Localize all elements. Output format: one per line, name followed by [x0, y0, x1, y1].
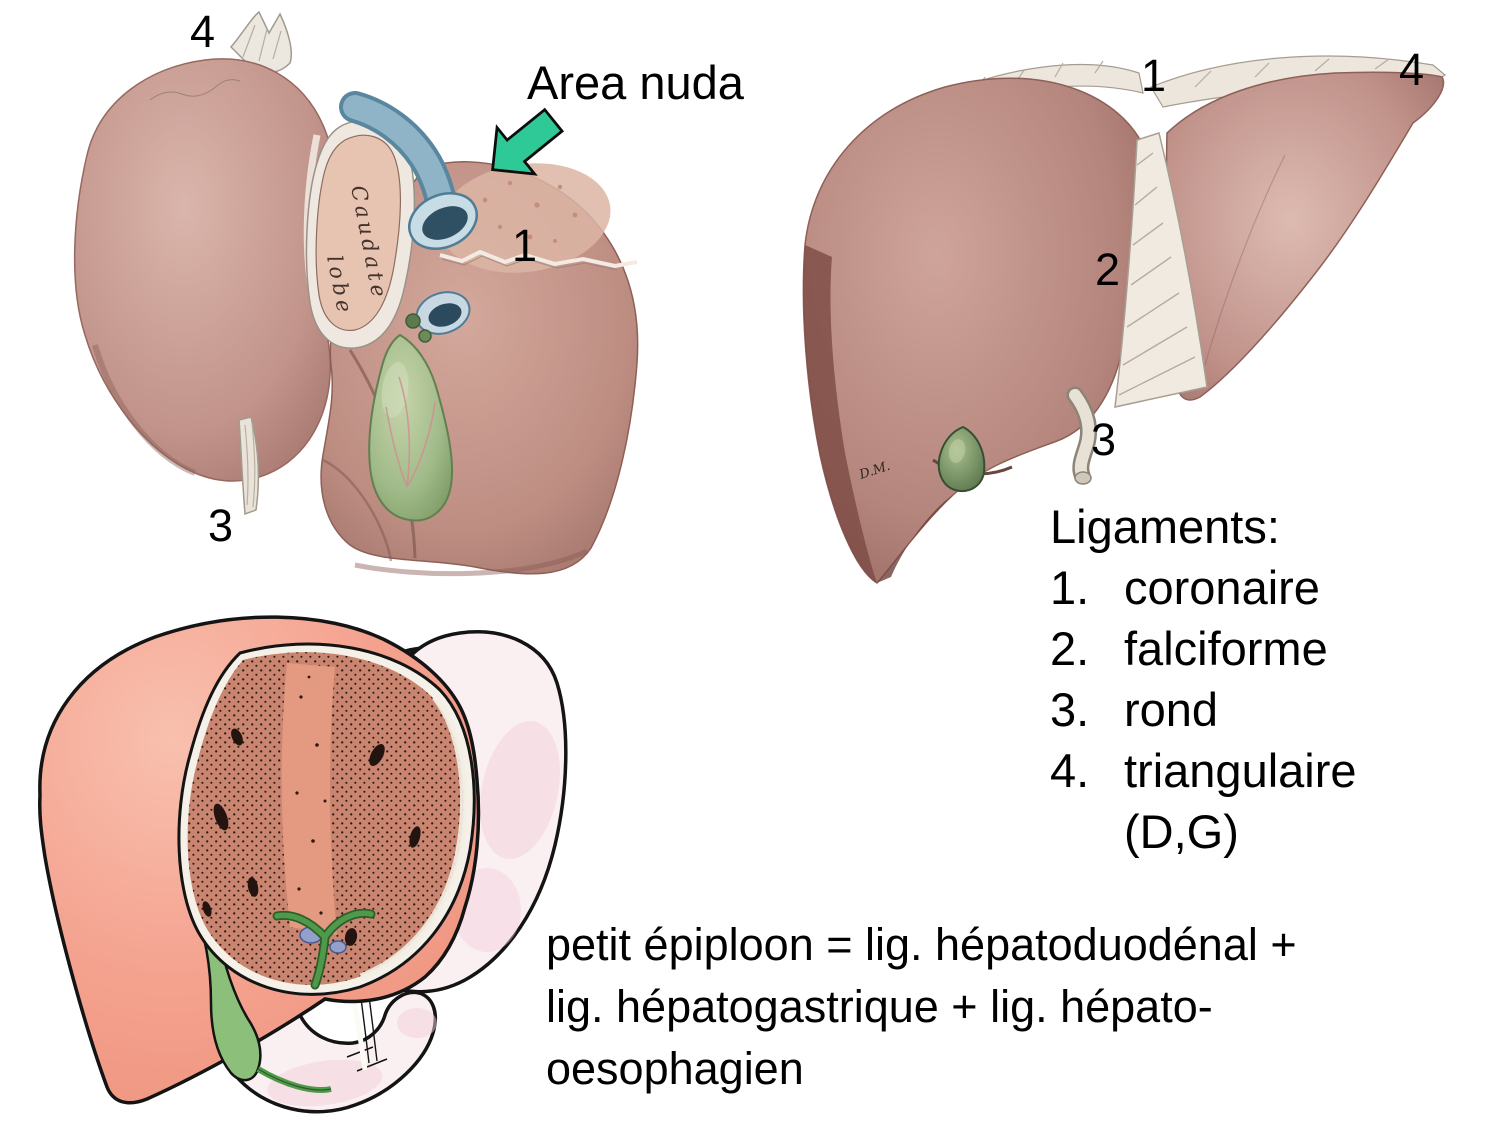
omentum-liver-stomach-illustration: [38, 615, 568, 1114]
ligaments-title: Ligaments:: [1050, 500, 1280, 553]
ligament-item-falciforme: 2. falciforme: [1050, 618, 1357, 679]
round-ligament: [1066, 386, 1097, 485]
item-label: rond: [1124, 683, 1219, 736]
ligament-item-rond: 3. rond: [1050, 679, 1357, 740]
petit-epiploon-footnote: petit épiploon = lig. hépatoduodénal + l…: [546, 919, 1297, 1094]
liver-cut-surface: [177, 642, 476, 996]
posterior-label-round: 3: [208, 500, 234, 551]
anterior-label-triangular: 4: [1399, 44, 1425, 95]
area-nuda-arrow-icon: [491, 107, 565, 176]
portal-vein: [405, 291, 471, 343]
area-nuda-annotation: Area nuda: [527, 56, 744, 109]
item-number: 2.: [1050, 622, 1090, 675]
item-number: 1.: [1050, 561, 1090, 614]
gallbladder: [368, 333, 454, 522]
item-number: 4.: [1050, 744, 1090, 797]
inferior-vena-cava: [339, 91, 478, 250]
anterior-label-falciform: 2: [1095, 244, 1121, 295]
anterior-label-coronary: 1: [1141, 50, 1167, 101]
caudate-lobe: Caudate lobe: [305, 119, 416, 349]
left-lobe: [73, 58, 337, 482]
round-ligament-cord: [238, 416, 260, 516]
posterior-liver-illustration: Caudate lobe: [73, 10, 639, 577]
item-label: coronaire: [1124, 561, 1320, 614]
item-number: 3.: [1050, 683, 1090, 736]
porta-hepatis-vessels: [272, 908, 376, 990]
ligaments-legend: Ligaments: 1. coronaire 2. falciforme 3.…: [1050, 496, 1357, 862]
posterior-label-triangular: 4: [190, 6, 216, 57]
area-nuda-patch: [439, 161, 638, 273]
ligament-item-coronaire: 1. coronaire: [1050, 557, 1357, 618]
vessel-cross-sections: [202, 728, 421, 946]
posterior-label-coronary: 1: [512, 220, 538, 271]
falciform-ligament: [1114, 132, 1208, 408]
gallbladder-fundus: [937, 425, 986, 492]
item-label: falciforme: [1124, 622, 1328, 675]
ligament-item-triangulaire: 4. triangulaire (D,G): [1050, 740, 1357, 862]
item-label: triangulaire (D,G): [1124, 744, 1357, 858]
anterior-liver-illustration: D.M.: [802, 55, 1446, 584]
anterior-label-round: 3: [1091, 414, 1117, 465]
left-lobe: [1165, 71, 1445, 401]
